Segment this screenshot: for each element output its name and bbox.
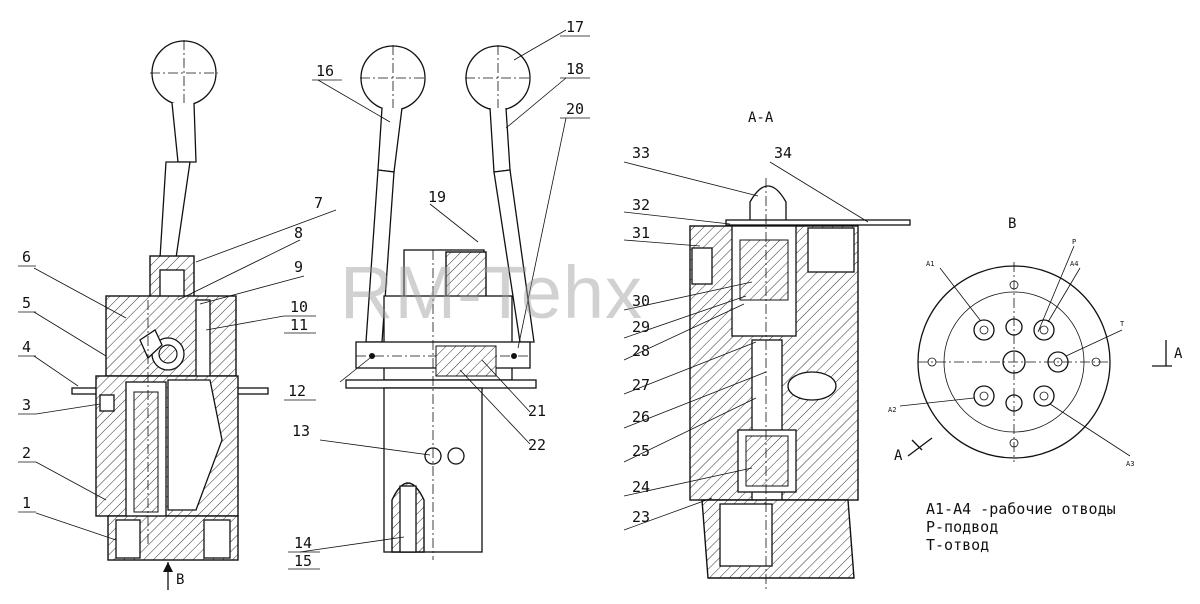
label-27: 27: [632, 376, 650, 394]
label-2: 2: [22, 444, 31, 462]
label-26: 26: [632, 408, 650, 426]
section-a-a: [689, 178, 911, 590]
port-label-a3: A3: [1126, 460, 1134, 468]
legend-line-1: А1-А4 -рабочие отводы: [926, 500, 1116, 518]
port-label-t: T: [1120, 320, 1125, 328]
label-23: 23: [632, 508, 650, 526]
callout-numbers: 1 2 3 4 5 6 7 8 9 10 11 12 13 14 15 16 1…: [22, 18, 792, 570]
port-label-a1: A1: [926, 260, 934, 268]
label-17: 17: [566, 18, 584, 36]
label-11: 11: [290, 316, 308, 334]
label-1: 1: [22, 494, 31, 512]
label-29: 29: [632, 318, 650, 336]
label-9: 9: [294, 258, 303, 276]
label-25: 25: [632, 442, 650, 460]
legend: А1-А4 -рабочие отводы Р-подвод Т-отвод: [926, 500, 1116, 554]
view-b: [907, 262, 1172, 462]
label-3: 3: [22, 396, 31, 414]
label-20: 20: [566, 100, 584, 118]
port-label-a2: A2: [888, 406, 896, 414]
label-13: 13: [292, 422, 310, 440]
label-7: 7: [314, 194, 323, 212]
label-34: 34: [774, 144, 792, 162]
port-label-p: P: [1072, 238, 1076, 246]
view-b-title: B: [1008, 216, 1016, 232]
watermark: RM-Tehx: [340, 251, 643, 334]
label-31: 31: [632, 224, 650, 242]
left-view: [71, 40, 269, 590]
label-16: 16: [316, 62, 334, 80]
legend-line-3: Т-отвод: [926, 536, 989, 554]
label-30: 30: [632, 292, 650, 310]
label-32: 32: [632, 196, 650, 214]
label-12: 12: [288, 382, 306, 400]
section-title: A-A: [748, 110, 774, 126]
label-15: 15: [294, 552, 312, 570]
port-label-a4: A4: [1070, 260, 1078, 268]
view-b-arrow-label: B: [176, 572, 184, 588]
section-mark-a-left: A: [894, 448, 903, 464]
label-28: 28: [632, 342, 650, 360]
leader-lines: [33, 29, 1131, 553]
label-18: 18: [566, 60, 584, 78]
label-10: 10: [290, 298, 308, 316]
legend-line-2: Р-подвод: [926, 518, 998, 536]
label-6: 6: [22, 248, 31, 266]
label-33: 33: [632, 144, 650, 162]
section-mark-a-right: A: [1174, 346, 1183, 362]
label-4: 4: [22, 338, 31, 356]
label-21: 21: [528, 402, 546, 420]
label-underlines: [18, 35, 590, 570]
front-view: [345, 45, 537, 560]
label-5: 5: [22, 294, 31, 312]
label-19: 19: [428, 188, 446, 206]
label-8: 8: [294, 224, 303, 242]
label-14: 14: [294, 534, 312, 552]
label-22: 22: [528, 436, 546, 454]
label-24: 24: [632, 478, 650, 496]
